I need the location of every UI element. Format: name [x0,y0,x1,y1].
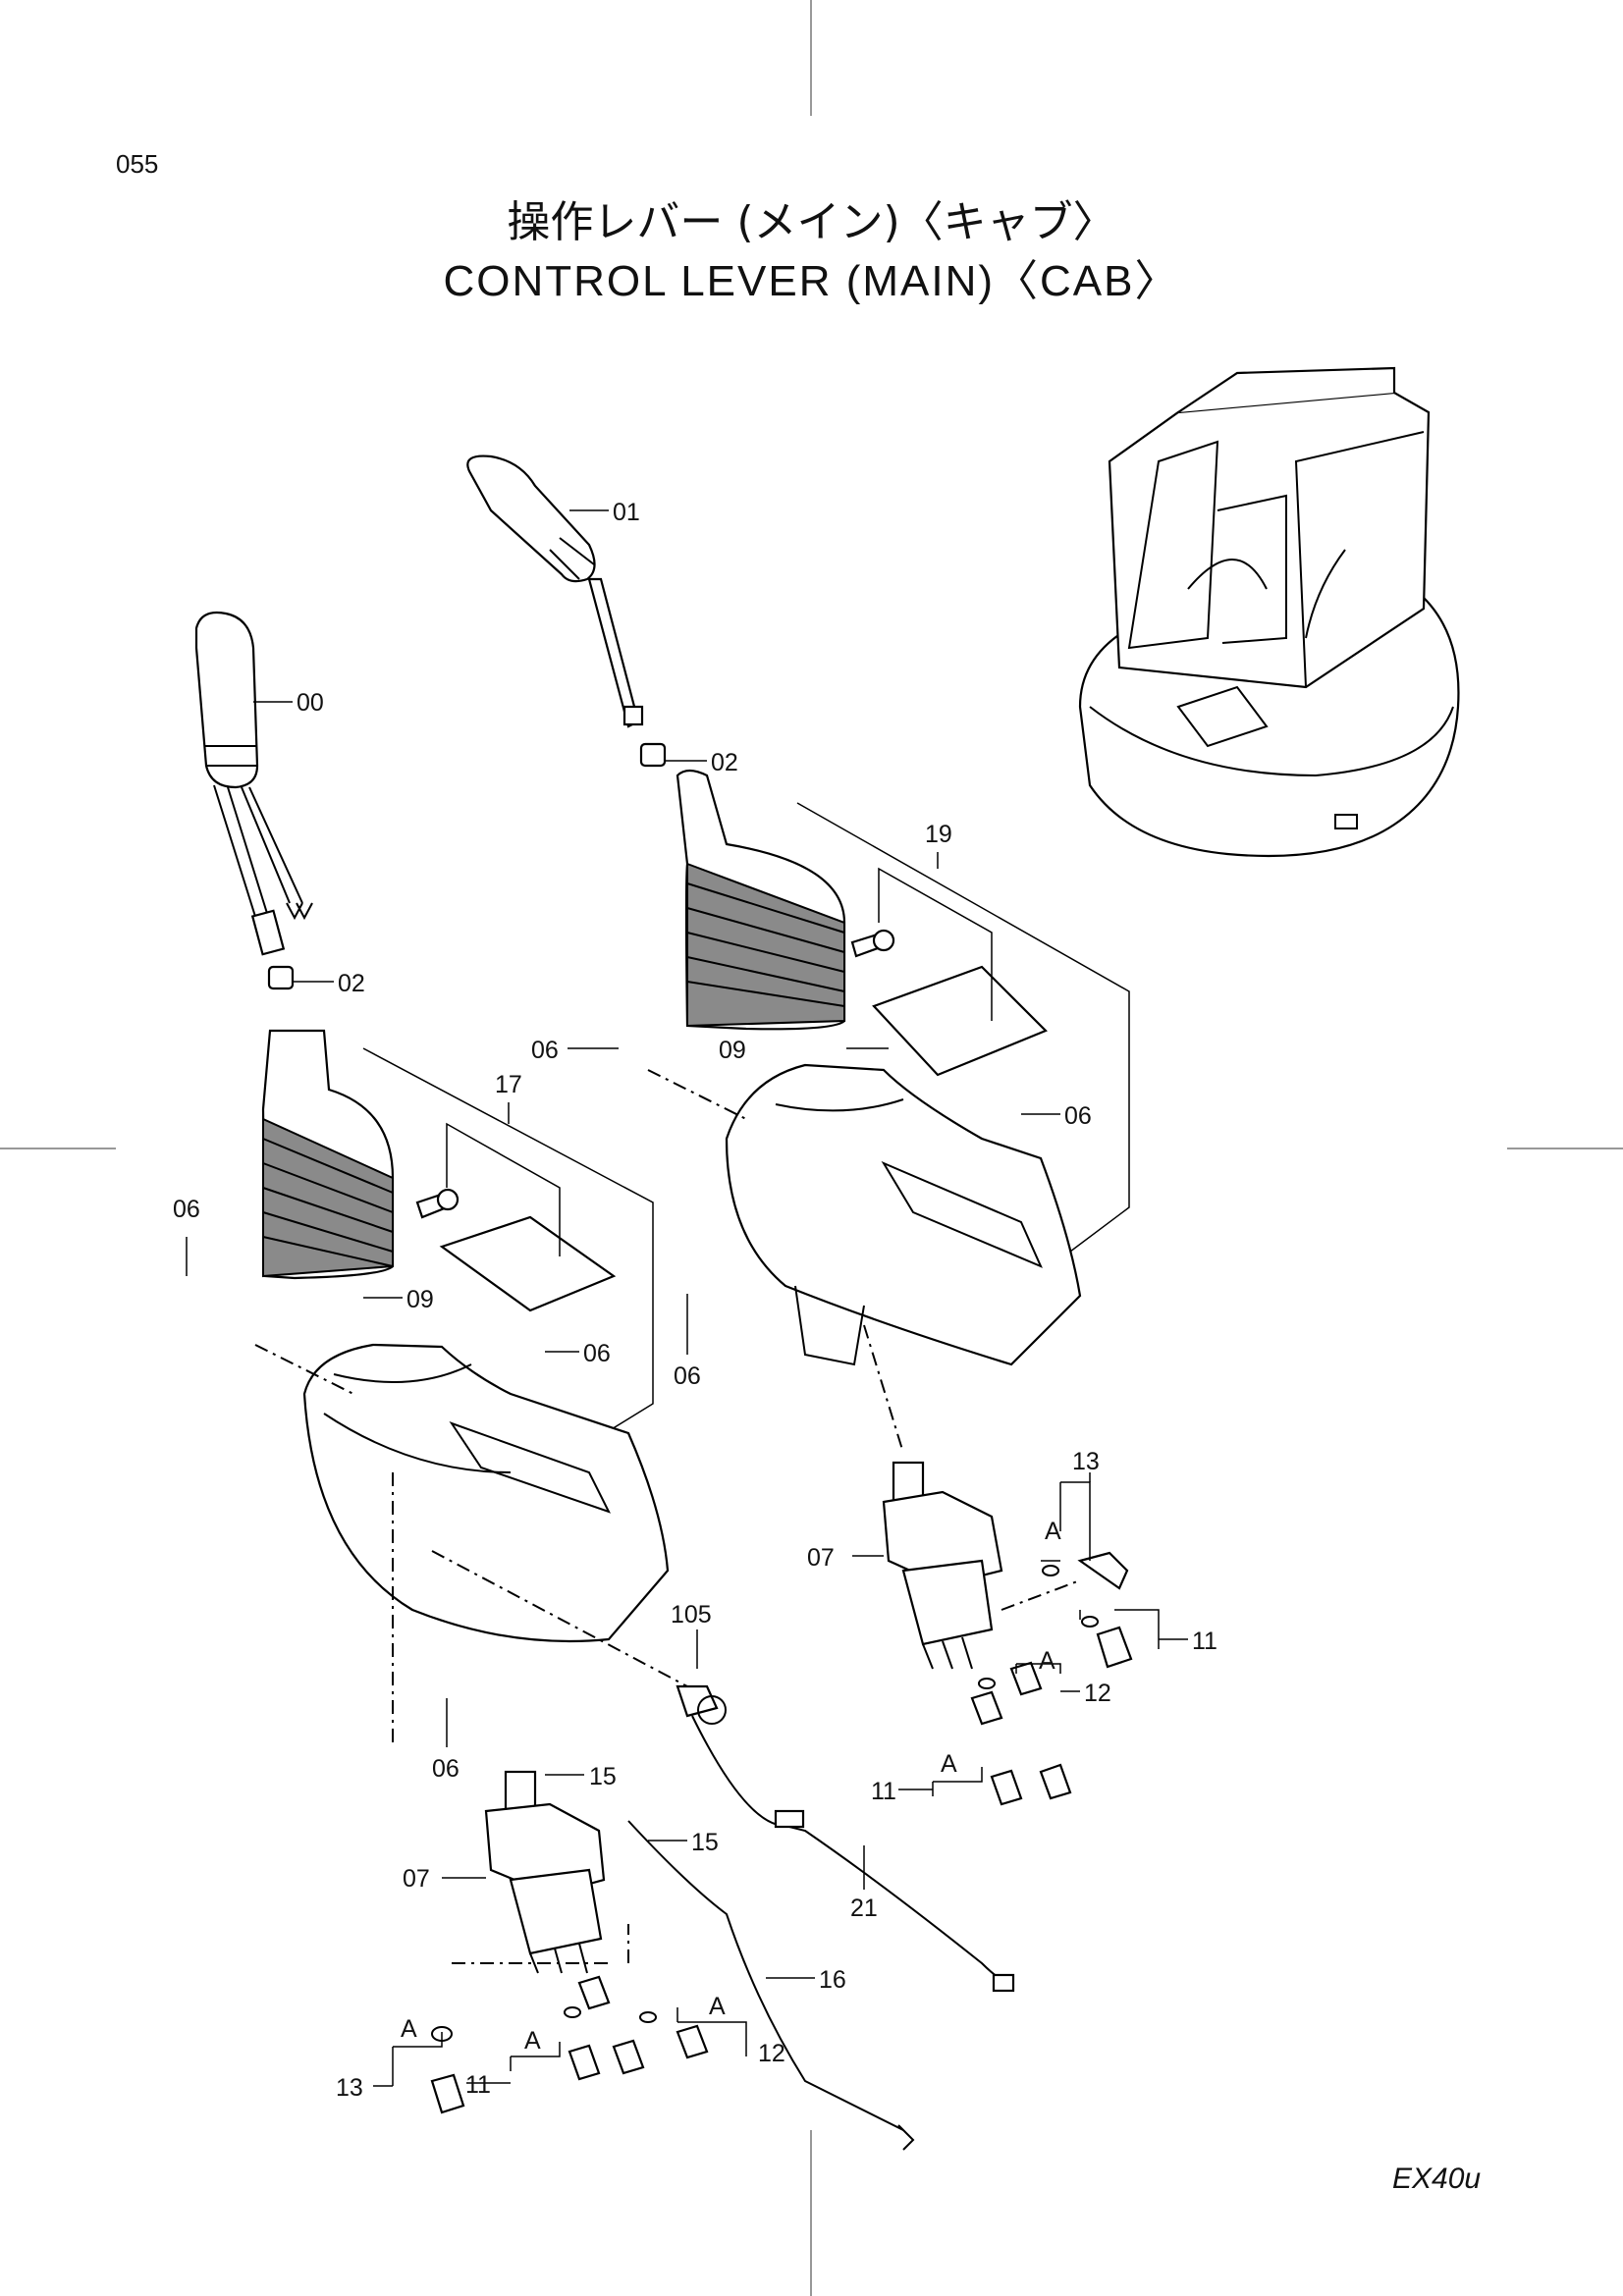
part-105-21-harness [676,1684,1015,1993]
callout-19: 19 [925,821,952,848]
part-19-callout-bracket [878,867,993,1021]
title-english: CONTROL LEVER (MAIN)〈CAB〉 [443,257,1180,305]
fittings-left-cluster [392,1975,747,2114]
callout-02-left: 02 [338,970,365,997]
callout-01: 01 [613,499,640,526]
callout-11-right: 11 [1192,1628,1217,1655]
model-code: EX40u [1392,2163,1482,2195]
callout-06-right-console: 06 [674,1362,701,1390]
part-07-right-pilot-valve [882,1461,1003,1670]
page-number: 055 [116,149,159,179]
callout-16: 16 [819,1966,846,1994]
ref-a-6: A [709,1993,726,2020]
callout-17: 17 [495,1071,522,1098]
part-17-callout-bracket [446,1122,561,1256]
callout-09-left: 09 [406,1286,434,1313]
callout-11-middle: 11 [871,1778,896,1805]
callout-06-bottom: 06 [432,1755,460,1783]
part-07-left-pilot-valve [484,1770,606,1974]
assembly-line-4 [647,1069,747,1120]
ref-a-3: A [941,1750,957,1778]
ref-a-2: A [1039,1647,1055,1675]
part-19-bracket [796,802,1130,1267]
ref-a-5: A [524,2027,541,2055]
callout-12-left: 12 [758,2040,785,2067]
callout-06-left-console: 06 [583,1340,611,1367]
callout-02-right: 02 [711,749,738,776]
callout-07-right: 07 [807,1544,835,1572]
callout-07-left: 07 [403,1865,430,1893]
callout-21: 21 [850,1895,878,1922]
part-16-harness [627,1820,904,2131]
callout-13-left: 13 [336,2074,363,2102]
part-16-terminal [897,2124,915,2151]
fittings-right-cluster [932,1481,1160,1806]
part-17-left-boot [261,1029,617,1312]
assembly-line-7 [1001,1579,1081,1611]
callout-06-right: 06 [1064,1102,1092,1130]
assembly-line-5 [863,1324,904,1454]
callout-11-left: 11 [465,2071,491,2099]
callout-09-top: 09 [719,1037,746,1064]
assembly-line-1 [254,1344,354,1395]
part-17-bracket [362,1047,654,1444]
callout-00: 00 [297,689,324,717]
part-19-right-boot [676,769,1048,1077]
callout-06-left: 06 [173,1196,200,1223]
title-japanese: 操作レバー (メイン)〈キャブ〉 [507,197,1116,247]
callout-13-right: 13 [1072,1448,1100,1475]
assembly-line-3 [431,1550,688,1687]
part-00-left-grip [194,611,313,956]
right-console [725,1063,1082,1366]
callout-105: 105 [671,1601,712,1629]
callout-15-top: 15 [589,1763,617,1790]
ref-a-1: A [1045,1518,1061,1545]
part-02-nut-left [267,965,295,990]
assembly-line-6 [452,1924,629,1964]
callout-12-right: 12 [1084,1680,1111,1707]
callout-06-top: 06 [531,1037,559,1064]
callout-15-bottom: 15 [691,1829,719,1856]
left-console [302,1343,670,1643]
part-02-nut-right [639,742,667,768]
part-01-right-grip [466,454,644,728]
ref-a-4: A [401,2015,417,2043]
excavator-cab-overview [1078,366,1460,858]
